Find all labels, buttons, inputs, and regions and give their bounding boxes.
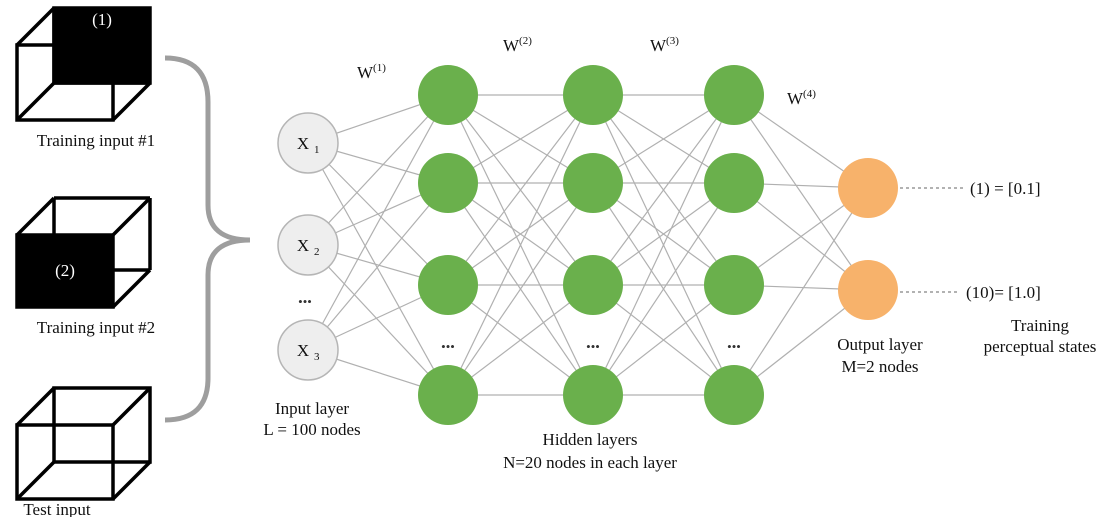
input-node-x2-subscript: 2 [314, 246, 320, 258]
edge-l4-n4-to-l5-n1 [733, 187, 869, 396]
hidden-layer-3-node-4 [704, 365, 764, 425]
edge-l2-n4-to-l3-n1 [447, 94, 594, 396]
hidden-layer-3-node-2 [704, 153, 764, 213]
test-input-caption: Test input [23, 500, 91, 517]
input-ellipsis: ••• [298, 294, 312, 309]
input-node-x1-label: X [297, 134, 309, 153]
cube-1-face-label: (1) [92, 10, 112, 29]
hidden-layer-1-ellipsis: ••• [441, 339, 455, 354]
hidden-layer-2-node-1 [563, 65, 623, 125]
training-states-subtitle: perceptual states [984, 337, 1097, 356]
weight-2-label: W(2) [503, 35, 532, 55]
input-node-x2-label: X [297, 236, 309, 255]
edge-l3-n4-to-l4-n2 [592, 182, 735, 396]
hidden-layers-node-count: N=20 nodes in each layer [503, 453, 677, 472]
output-node-2 [838, 260, 898, 320]
training-input-1-cube [15, 6, 152, 122]
edge-l1-n1-to-l2-n4 [307, 142, 449, 396]
output-state-1: (1) = [0.1] [970, 179, 1040, 198]
hidden-layer-1-node-1 [418, 65, 478, 125]
input-node-x3: X 3 [277, 319, 339, 381]
hidden-layer-1-node-4 [418, 365, 478, 425]
edge-l3-n4-to-l4-n1 [592, 94, 735, 396]
hidden-layer-1-node-2 [418, 153, 478, 213]
training-input-2-cube [15, 196, 152, 309]
hidden-layer-1-node-3 [418, 255, 478, 315]
cube-2-face-label: (2) [55, 261, 75, 280]
hidden-layer-2-node-4 [563, 365, 623, 425]
edge-l2-n3-to-l3-n1 [447, 94, 594, 286]
hidden-layer-2-node-3 [563, 255, 623, 315]
cube-2-shaded-front-face [15, 233, 115, 309]
test-input-cube [15, 386, 152, 501]
output-state-2: (10)= [1.0] [966, 283, 1041, 302]
edge-l1-n2-to-l2-n1 [307, 94, 449, 246]
input-layer-node-count: L = 100 nodes [263, 420, 360, 439]
hidden-layer-3-ellipsis: ••• [727, 339, 741, 354]
output-node-1 [838, 158, 898, 218]
edge-l1-n3-to-l2-n1 [307, 94, 449, 351]
grouping-brace [164, 55, 251, 423]
output-layer-title: Output layer [837, 335, 923, 354]
edge-l1-n2-to-l2-n4 [307, 244, 449, 396]
output-layer-node-count: M=2 nodes [841, 357, 918, 376]
hidden-layer-2-node-2 [563, 153, 623, 213]
edge-l4-n1-to-l5-n2 [733, 94, 869, 291]
input-node-x3-label: X [297, 341, 309, 360]
hidden-layer-3-node-3 [704, 255, 764, 315]
hidden-layer-3-node-1 [704, 65, 764, 125]
input-node-x2: X 2 [277, 214, 339, 276]
weight-1-label: W(1) [357, 62, 386, 82]
training-states-title: Training [1011, 316, 1069, 335]
edge-l2-n4-to-l3-n3 [447, 284, 594, 396]
training-input-1-caption: Training input #1 [37, 131, 155, 150]
input-layer-title: Input layer [275, 399, 349, 418]
edge-l2-n4-to-l3-n2 [447, 182, 594, 396]
input-node-x3-subscript: 3 [314, 351, 320, 363]
weight-4-label: W(4) [787, 88, 816, 108]
input-node-x1-subscript: 1 [314, 144, 320, 156]
edge-l1-n3-to-l2-n2 [307, 182, 449, 351]
training-input-2-caption: Training input #2 [37, 318, 155, 337]
hidden-layers-title: Hidden layers [543, 430, 638, 449]
hidden-layer-2-ellipsis: ••• [586, 339, 600, 354]
input-node-x1: X 1 [277, 112, 339, 174]
edge-l3-n3-to-l4-n1 [592, 94, 735, 286]
weight-3-label: W(3) [650, 35, 679, 55]
